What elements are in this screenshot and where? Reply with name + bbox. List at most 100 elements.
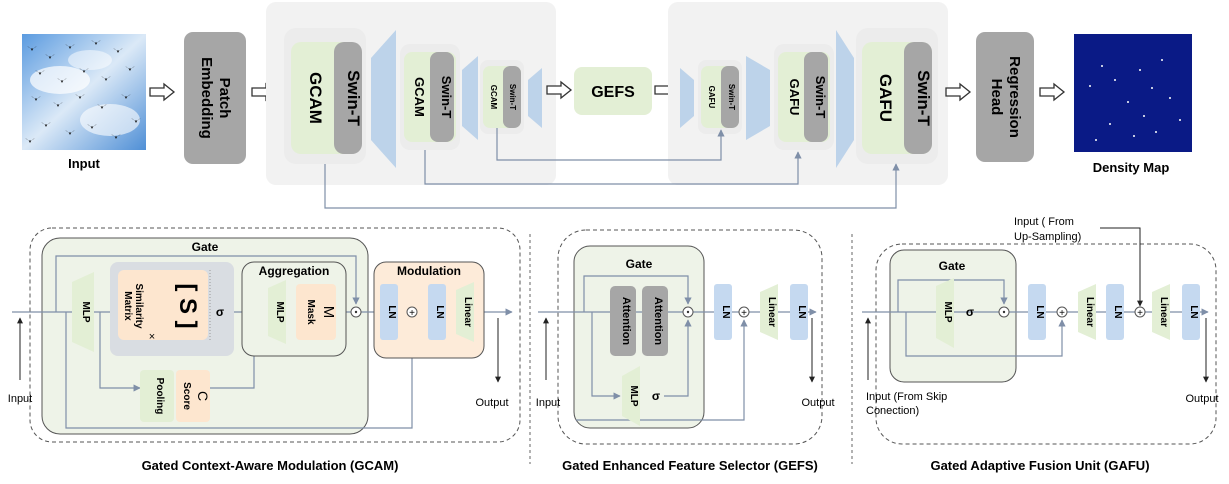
gafu-mlp-label: MLP <box>942 301 953 322</box>
gafu-upsampling-line1: Input ( From <box>1014 216 1074 228</box>
gcam-input-label: Input <box>8 393 32 405</box>
gefs-ln-1 <box>714 284 732 340</box>
regression-head-line1: Regression <box>1006 56 1023 138</box>
swin-label-small-dec: Swin-T <box>727 84 736 110</box>
gcam-sigma: σ <box>216 305 224 319</box>
gafu-skip-line1: Input (From Skip <box>866 391 947 403</box>
gcam-ln-2 <box>428 284 446 340</box>
gafu-label-small: GAFU <box>707 86 716 109</box>
gafu-linear-1-label: Linear <box>1084 297 1095 327</box>
gafu-ln-1 <box>1028 284 1046 340</box>
gefs-label: GEFS <box>591 84 635 101</box>
swin-label-small: Swin-T <box>508 84 517 110</box>
patch-embedding-block <box>184 32 246 164</box>
gafu-upsampling-arrow <box>1100 227 1143 307</box>
density-map-label: Density Map <box>1093 160 1170 175</box>
gafu-linear-2 <box>1152 284 1170 340</box>
gcam-label-large: GCAM <box>306 72 325 124</box>
arrow-icon <box>1039 83 1065 101</box>
swin-block-small-dec <box>721 66 739 128</box>
downsample-3 <box>528 68 542 128</box>
score-symbol: C <box>195 391 211 401</box>
gafu-plus-node-1 <box>1056 306 1068 318</box>
swin-block-small <box>503 66 521 128</box>
gafu-linear-2-label: Linear <box>1158 297 1169 327</box>
gefs-gate-label: Gate <box>626 257 653 271</box>
input-label: Input <box>68 156 100 171</box>
mask-label: Mask <box>305 299 316 324</box>
gcam-caption: Gated Context-Aware Modulation (GCAM) <box>142 458 399 473</box>
downsample-2 <box>462 56 478 140</box>
regression-head-block <box>976 32 1034 162</box>
gefs-mlp-block <box>622 366 640 426</box>
gafu-skip-line2: Conection) <box>866 405 919 417</box>
gefs-dot-center <box>686 310 690 314</box>
gafu-label-medium: GAFU <box>787 79 802 116</box>
skip-connection-2 <box>424 150 802 185</box>
gafu-output-label: Output <box>1185 393 1218 405</box>
pooling-block <box>140 370 174 422</box>
input-image <box>22 34 146 150</box>
gefs-gate-bypass <box>583 275 692 312</box>
gefs-input-label: Input <box>536 397 560 409</box>
gafu-ln-3-label: LN <box>1188 305 1199 318</box>
gafu-dot-center <box>1002 310 1006 314</box>
swin-label-large-dec: Swin-T <box>914 70 933 126</box>
skip-connection-1 <box>324 163 900 209</box>
gefs-panel <box>557 229 823 445</box>
swin-block-large-dec <box>904 42 932 154</box>
gafu-label-large: GAFU <box>876 74 895 122</box>
pooling-label: Pooling <box>154 378 165 415</box>
gafu-plus-symbol-1: + <box>1059 308 1065 319</box>
swin-block-large <box>334 42 362 154</box>
mask-symbol: M <box>320 306 337 319</box>
upsample-3 <box>836 30 854 168</box>
gefs-plus-node <box>738 306 750 318</box>
gcam-times-icon: × <box>149 331 155 343</box>
gcam-label-medium: GCAM <box>412 77 427 117</box>
gafu-panel <box>875 243 1217 445</box>
patch-embedding-line2: Embedding <box>198 57 215 139</box>
gefs-mlp-line <box>591 312 621 400</box>
swin-block-medium-dec <box>804 52 828 142</box>
gcam-label-small: GCAM <box>489 85 498 110</box>
gafu-plus-node-2 <box>1134 306 1146 318</box>
gcam-gate-bypass <box>55 255 360 312</box>
swin-label-medium-dec: Swin-T <box>813 76 828 119</box>
gefs-attention-1 <box>610 286 636 356</box>
regression-head-line2: Head <box>988 79 1005 116</box>
gefs-output-label: Output <box>801 397 834 409</box>
gefs-mlp-label: MLP <box>628 385 639 406</box>
gcam-linear-label: Linear <box>462 297 473 327</box>
swin-block-medium <box>430 52 454 142</box>
gafu-plus-symbol-2: + <box>1137 308 1143 319</box>
gcam-ln-1-label: LN <box>386 305 397 318</box>
patch-embedding-line1: Patch <box>216 78 233 119</box>
gefs-caption: Gated Enhanced Feature Selector (GEFS) <box>562 458 818 473</box>
gefs-ln-1-label: LN <box>720 305 731 318</box>
gafu-mlp-block <box>936 278 954 348</box>
gafu-ln-2-label: LN <box>1112 305 1123 318</box>
gcam-residual-line <box>65 312 416 429</box>
similarity-matrix-line1: Similarity <box>133 283 144 328</box>
gefs-sigma-line <box>664 319 692 397</box>
gefs-attention-2-label: Attention <box>652 297 664 346</box>
skip-connection-3 <box>496 128 725 161</box>
density-map <box>1074 34 1192 152</box>
gafu-linear-1 <box>1078 284 1096 340</box>
gafu-upsampling-line2: Up-Sampling) <box>1014 231 1081 243</box>
swin-label-large: Swin-T <box>344 70 363 126</box>
gefs-attention-2 <box>642 286 668 356</box>
gafu-sigma: σ <box>966 305 974 319</box>
aggregation-mlp-label: MLP <box>274 301 285 322</box>
gcam-plus-symbol: + <box>409 308 415 319</box>
similarity-matrix-line2: Matrix <box>122 291 133 321</box>
gefs-gate-box <box>573 245 705 429</box>
arrow-icon <box>149 83 175 101</box>
gefs-block <box>574 67 652 115</box>
aggregation-mlp-block <box>268 280 286 344</box>
gcam-output-label: Output <box>475 397 508 409</box>
score-block <box>176 370 210 422</box>
gafu-ln-3 <box>1182 284 1200 340</box>
